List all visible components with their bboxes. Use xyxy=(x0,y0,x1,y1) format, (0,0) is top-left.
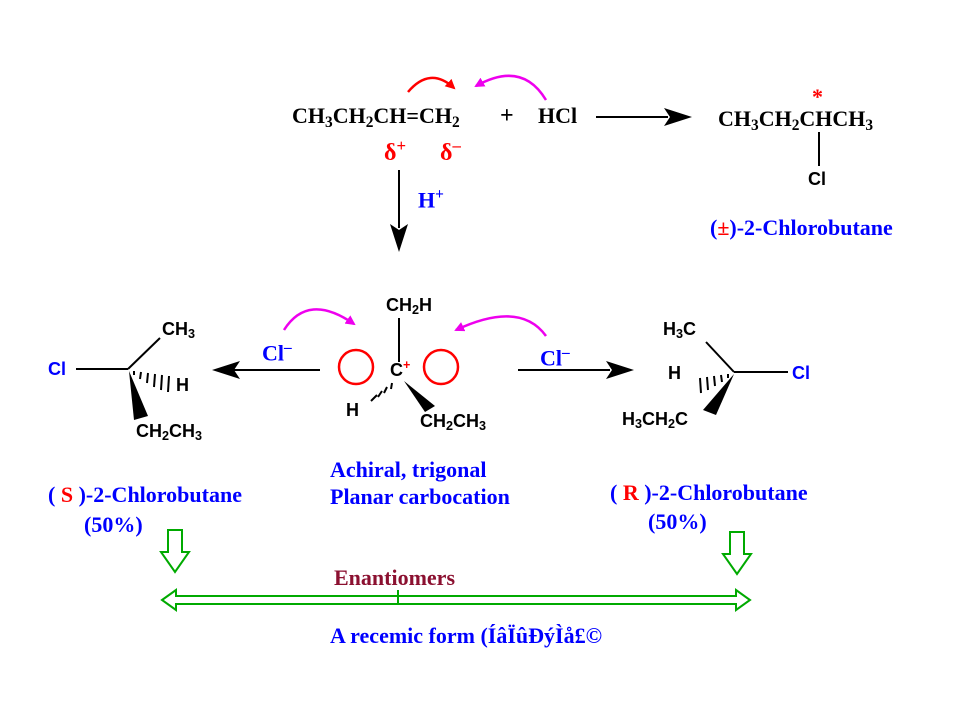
reaction-arrow-main-head xyxy=(664,108,692,126)
arrow-to-r-head xyxy=(606,361,634,379)
chloride-right: Cl– xyxy=(540,344,570,371)
p-orbital-left xyxy=(337,348,375,386)
s-product-name: ( S )-2-Chlorobutane xyxy=(48,482,242,507)
r-chlorine: Cl xyxy=(792,363,810,383)
r-hash-bond xyxy=(699,374,729,394)
r-methyl: H3C xyxy=(663,319,697,342)
s-hash-bond xyxy=(133,371,170,393)
carbocation-description-1: Achiral, trigonal xyxy=(330,457,487,482)
hcl-reagent: HCl xyxy=(538,103,578,128)
curved-arrow-hcl xyxy=(474,74,548,101)
cation-wedge-bond xyxy=(404,381,435,412)
racemic-product-name: (±)-2-Chlorobutane xyxy=(710,215,893,240)
r-bond-ch3 xyxy=(705,341,735,373)
product-chlorine: Cl xyxy=(808,169,826,189)
green-down-arrow-right xyxy=(721,531,753,576)
cation-ethyl-group: CH2CH3 xyxy=(420,411,487,434)
product-formula: CH3CH2CHCH3 xyxy=(718,106,874,134)
s-methyl: CH3 xyxy=(162,319,196,342)
r-wedge-bond xyxy=(703,374,734,415)
racemic-form-label: A recemic form (ÍâÏûÐýÌå£© xyxy=(330,623,603,648)
s-hydrogen: H xyxy=(176,375,189,395)
delta-minus: δ– xyxy=(440,136,461,167)
p-orbital-right xyxy=(422,348,460,386)
enantiomers-label: Enantiomers xyxy=(334,565,455,590)
r-percent: (50%) xyxy=(648,509,707,534)
arrow-to-s-head xyxy=(212,361,240,379)
curved-arrow-right-attack xyxy=(454,315,548,337)
curved-arrow-left-attack xyxy=(282,308,356,331)
cation-hash-bond xyxy=(370,382,393,402)
enantiomer-double-arrow xyxy=(160,588,752,612)
s-ethyl: CH2CH3 xyxy=(136,421,203,444)
delta-plus: δ+ xyxy=(384,136,407,167)
alkene-formula: CH3CH2CH=CH2 xyxy=(292,103,460,131)
carbocation-description-2: Planar carbocation xyxy=(330,484,510,509)
cation-hydrogen: H xyxy=(346,400,359,420)
stereocenter-asterisk: * xyxy=(812,84,823,109)
s-chlorine: Cl xyxy=(48,359,66,379)
s-bond-ch3 xyxy=(127,337,161,370)
cation-center: C+ xyxy=(390,358,411,380)
r-hydrogen: H xyxy=(668,363,681,383)
r-ethyl: H3CH2C xyxy=(622,409,689,432)
s-percent: (50%) xyxy=(84,512,143,537)
chloride-left: Cl– xyxy=(262,339,292,366)
plus-sign: + xyxy=(500,103,514,129)
cation-top-group: CH2H xyxy=(386,295,433,318)
s-wedge-bond xyxy=(129,371,148,420)
green-down-arrow-left xyxy=(159,529,191,574)
proton-label: H+ xyxy=(418,186,444,213)
reaction-arrow-down-head xyxy=(390,224,408,252)
r-product-name: ( R )-2-Chlorobutane xyxy=(610,480,808,505)
curved-arrow-pi-bond xyxy=(407,76,456,93)
